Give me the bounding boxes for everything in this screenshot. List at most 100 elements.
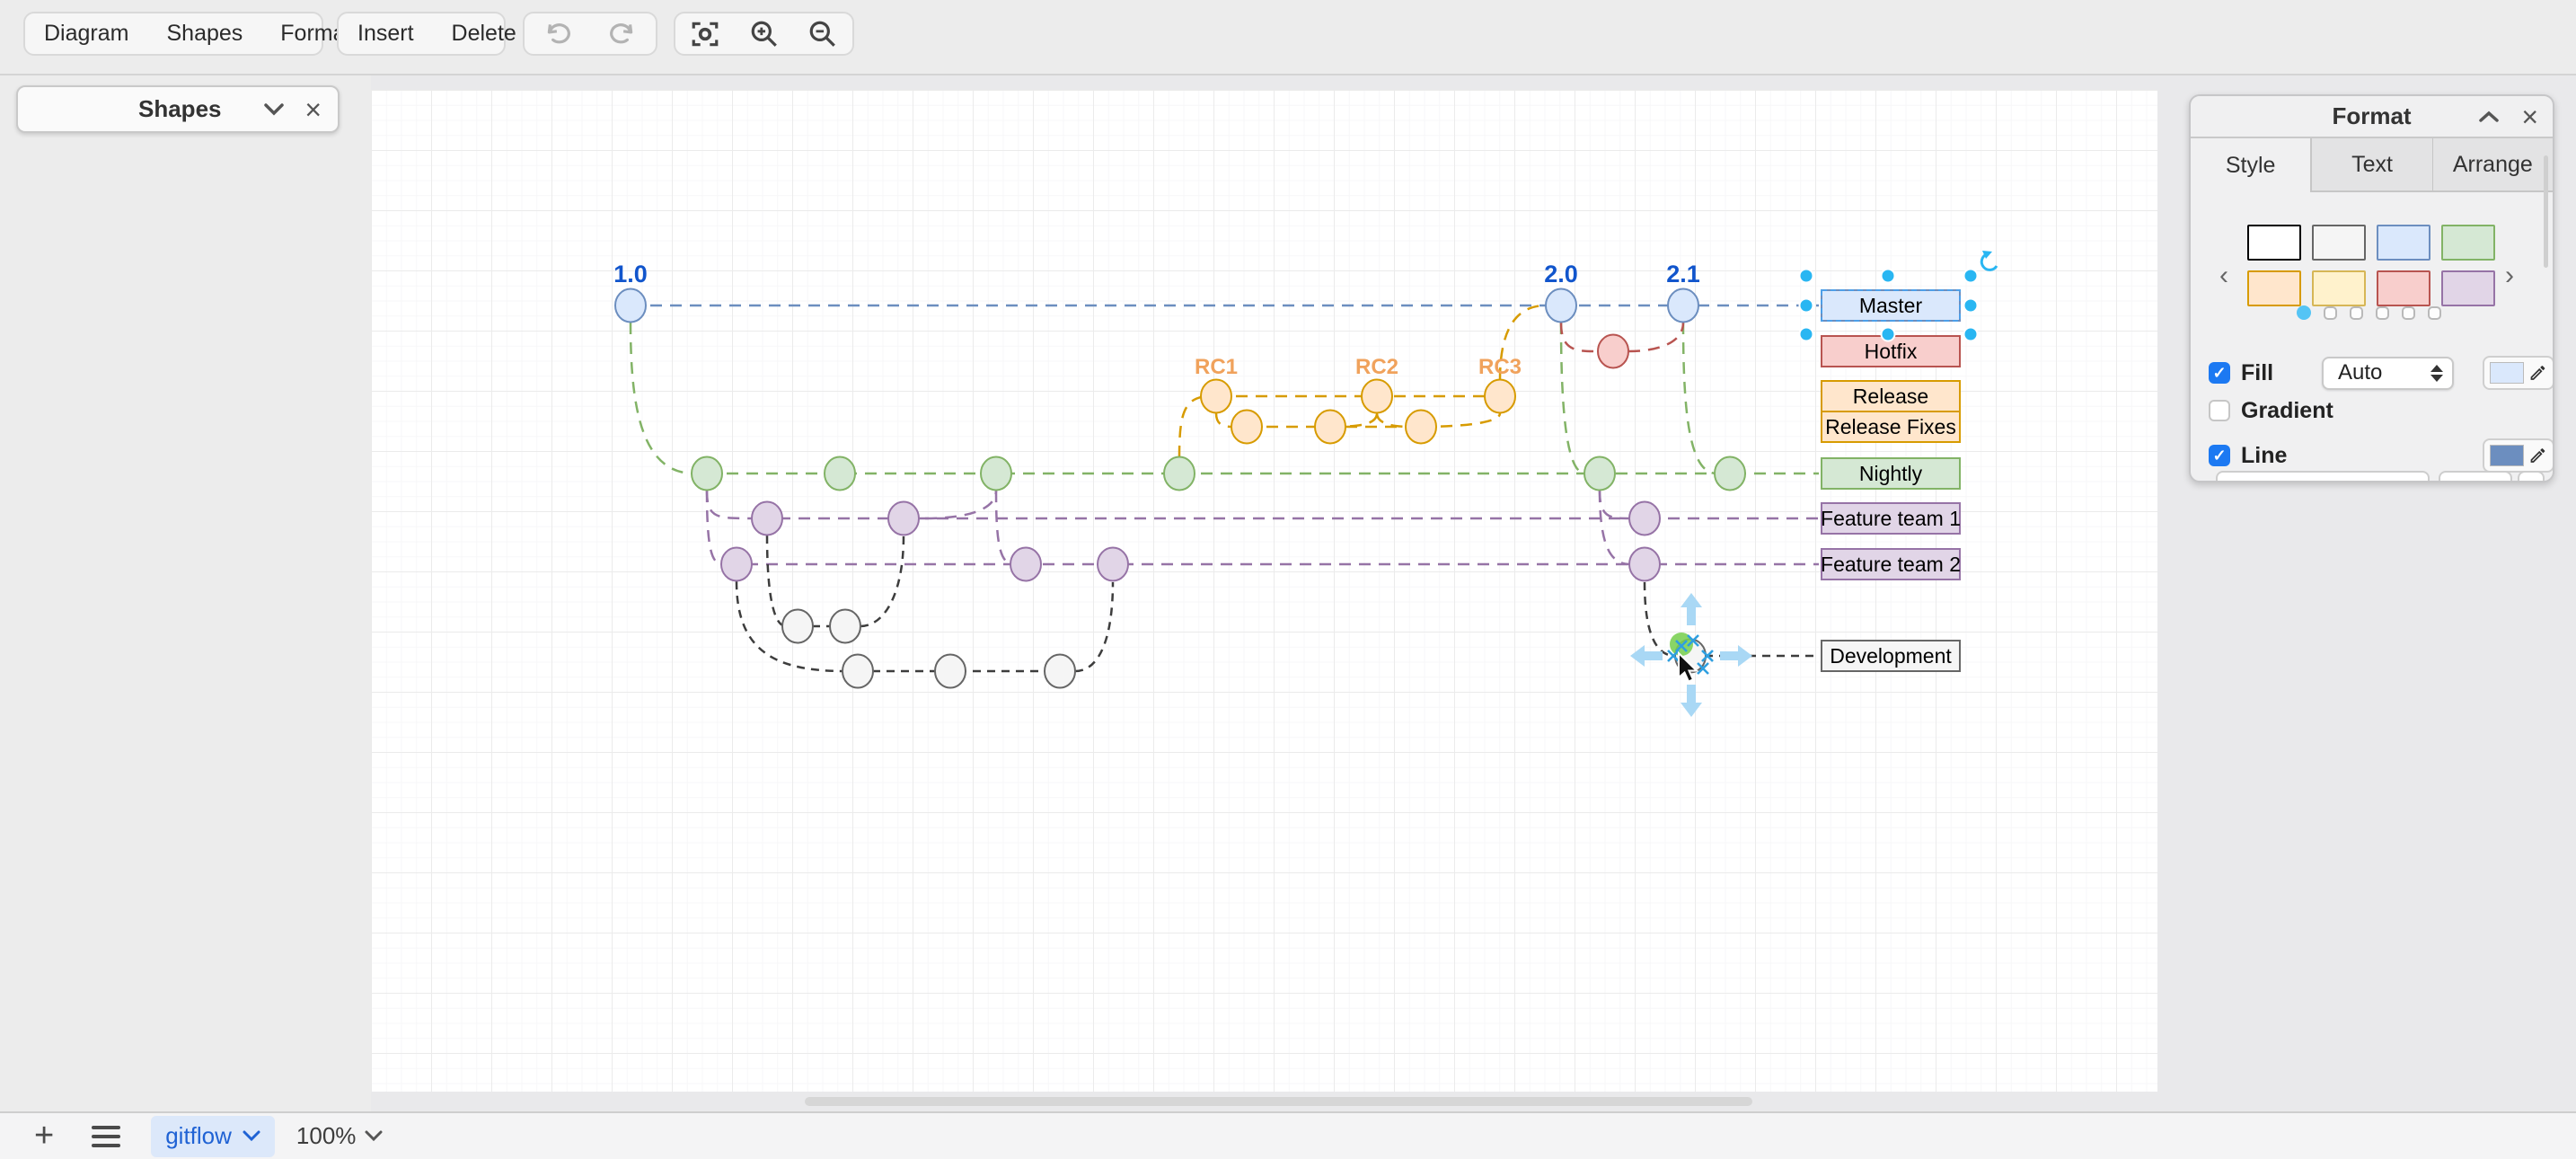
branch-label-box[interactable] <box>1821 411 1961 443</box>
page-tab-gitflow[interactable]: gitflow <box>151 1115 275 1157</box>
menu-shapes[interactable]: Shapes <box>166 21 243 46</box>
commit-node[interactable] <box>1010 546 1042 582</box>
rotate-handle-icon[interactable] <box>1980 252 1998 271</box>
branch-edge[interactable] <box>1074 581 1115 673</box>
branch-label-box[interactable] <box>1821 335 1961 367</box>
menu-diagram[interactable]: Diagram <box>44 21 129 46</box>
commit-node[interactable] <box>1667 288 1699 323</box>
commit-node[interactable] <box>1714 456 1746 491</box>
redo-icon[interactable] <box>593 13 650 54</box>
fill-checkbox[interactable]: ✓ <box>2209 362 2230 384</box>
left-direction-arrow[interactable] <box>1630 645 1663 667</box>
horizontal-scrollbar[interactable] <box>805 1097 1752 1106</box>
connection-point-icon[interactable] <box>1675 640 1688 652</box>
commit-node[interactable] <box>1584 456 1616 491</box>
branch-edge[interactable] <box>1598 490 1631 566</box>
commit-node[interactable] <box>1314 409 1346 445</box>
commit-node[interactable] <box>1097 546 1129 582</box>
style-preset-swatch[interactable] <box>2247 225 2301 261</box>
zoom-out-icon[interactable] <box>794 13 851 54</box>
tab-arrange[interactable]: Arrange <box>2431 138 2553 192</box>
selection-handle[interactable] <box>1963 268 1979 284</box>
commit-node[interactable] <box>1484 378 1516 414</box>
commit-node[interactable] <box>1597 333 1629 369</box>
selection-handle[interactable] <box>1798 297 1814 314</box>
close-icon[interactable]: × <box>2521 100 2538 133</box>
commit-node[interactable] <box>720 546 753 582</box>
branch-edge[interactable] <box>765 535 787 628</box>
branch-edge[interactable] <box>1681 322 1717 475</box>
collapse-icon[interactable] <box>2478 111 2500 123</box>
down-direction-arrow[interactable] <box>1681 685 1702 717</box>
panel-scrollbar[interactable] <box>2544 155 2548 268</box>
style-preset-swatch[interactable] <box>2441 270 2495 306</box>
tab-text[interactable]: Text <box>2311 138 2432 192</box>
selection-handle[interactable] <box>1798 268 1814 284</box>
branch-label-box[interactable] <box>1821 548 1961 580</box>
branch-edge[interactable] <box>860 535 905 628</box>
commit-node[interactable] <box>934 653 966 689</box>
commit-node[interactable] <box>614 288 647 323</box>
branch-label-box[interactable] <box>1821 502 1961 535</box>
commit-node[interactable] <box>1628 546 1661 582</box>
commit-node[interactable] <box>1231 409 1263 445</box>
branch-edge[interactable] <box>705 490 724 566</box>
preset-page-dot[interactable] <box>2402 305 2415 320</box>
branch-label-box[interactable] <box>1821 380 1961 412</box>
line-checkbox[interactable]: ✓ <box>2209 445 2230 466</box>
selection-handle[interactable] <box>1880 326 1896 342</box>
branch-edge[interactable] <box>1598 490 1631 520</box>
commit-node[interactable] <box>1545 288 1577 323</box>
commit-node[interactable] <box>1044 653 1076 689</box>
fill-color-button[interactable] <box>2483 356 2553 390</box>
style-preset-swatch[interactable] <box>2312 270 2366 306</box>
connection-point-icon[interactable] <box>1687 634 1699 647</box>
zoom-in-icon[interactable] <box>736 13 793 54</box>
close-icon[interactable]: × <box>304 93 322 126</box>
branch-label-box[interactable] <box>1821 640 1961 672</box>
preset-page-dot[interactable] <box>2376 305 2389 320</box>
style-preset-swatch[interactable] <box>2441 225 2495 261</box>
commit-node[interactable] <box>751 500 783 536</box>
connection-point-icon[interactable] <box>1667 650 1680 662</box>
selection-handle[interactable] <box>1963 297 1979 314</box>
commit-node[interactable] <box>781 608 814 644</box>
preset-page-dot[interactable] <box>2428 305 2441 320</box>
branch-edge[interactable] <box>994 490 1015 566</box>
branch-edge[interactable] <box>629 322 695 475</box>
style-preset-swatch[interactable] <box>2247 270 2301 306</box>
undo-icon[interactable] <box>530 13 587 54</box>
tab-style[interactable]: Style <box>2191 138 2312 192</box>
branch-edge[interactable] <box>1628 322 1685 353</box>
rotate-handle-icon[interactable] <box>1982 251 1992 259</box>
connection-point-icon[interactable] <box>1701 650 1714 662</box>
branch-edge[interactable] <box>1498 304 1547 380</box>
gradient-checkbox[interactable] <box>2209 400 2230 421</box>
commit-node[interactable] <box>824 456 856 491</box>
commit-node[interactable] <box>980 456 1012 491</box>
commit-node[interactable] <box>842 653 874 689</box>
preset-page-dot[interactable] <box>2297 305 2311 320</box>
branch-edge[interactable] <box>1178 394 1212 458</box>
branch-edge[interactable] <box>1643 581 1676 658</box>
selection-handle[interactable] <box>1963 326 1979 342</box>
pages-menu-icon[interactable] <box>92 1125 121 1147</box>
branch-edge[interactable] <box>705 490 753 520</box>
commit-node[interactable] <box>1405 409 1437 445</box>
preset-page-dot[interactable] <box>2350 305 2363 320</box>
branch-edge[interactable] <box>924 490 998 520</box>
selection-handle[interactable] <box>1880 268 1896 284</box>
commit-node[interactable] <box>691 456 723 491</box>
preset-page-dot[interactable] <box>2324 305 2337 320</box>
branch-label-box[interactable] <box>1821 457 1961 490</box>
commit-node[interactable] <box>1361 378 1393 414</box>
connection-point-icon[interactable] <box>1697 662 1709 675</box>
add-page-button[interactable]: + <box>34 1117 55 1155</box>
selection-handle[interactable] <box>1798 326 1814 342</box>
commit-node[interactable] <box>1163 456 1195 491</box>
presets-next-icon[interactable]: › <box>2505 261 2514 290</box>
commit-node[interactable] <box>1628 500 1661 536</box>
up-direction-arrow[interactable] <box>1681 593 1702 625</box>
style-preset-swatch[interactable] <box>2312 225 2366 261</box>
